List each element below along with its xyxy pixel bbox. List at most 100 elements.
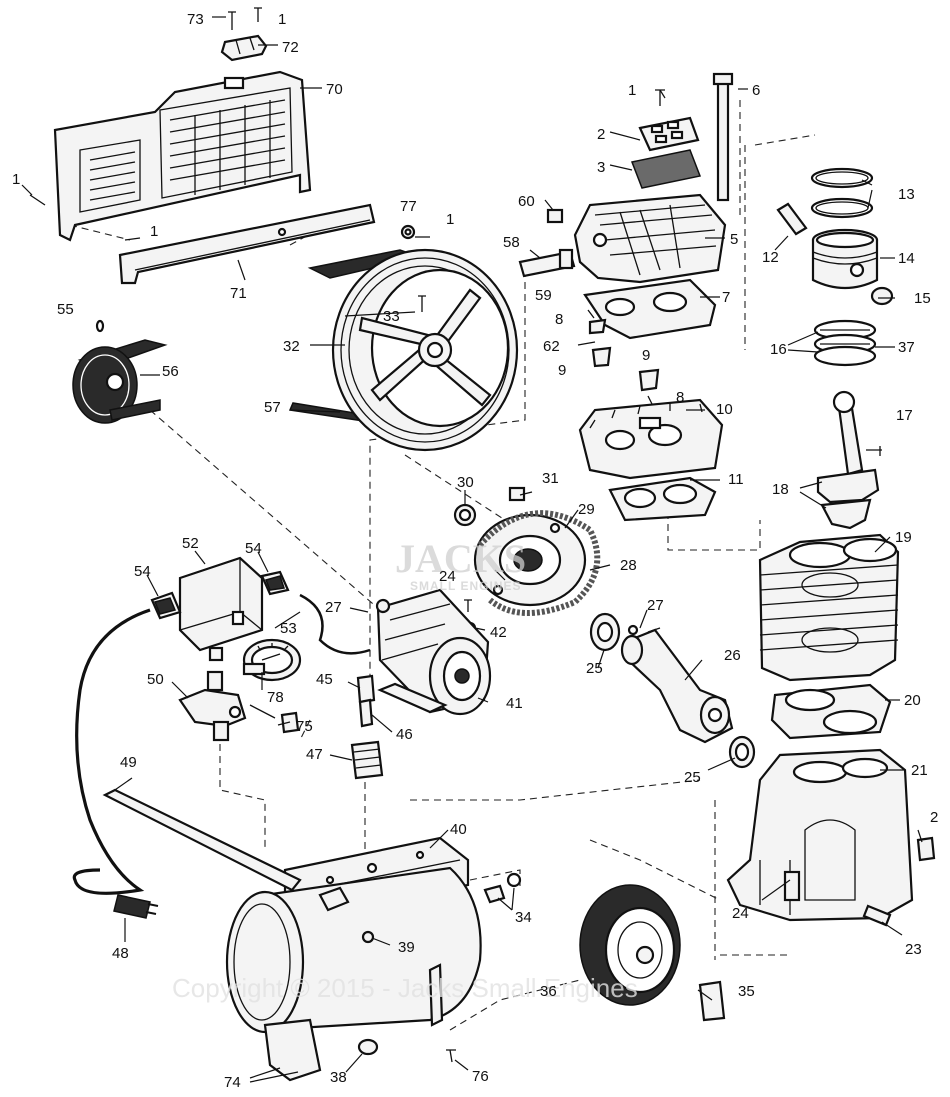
callout-8: 8 <box>676 389 684 406</box>
callout-32: 32 <box>283 338 300 355</box>
callout-50: 50 <box>147 671 164 688</box>
callout-15: 15 <box>914 290 931 307</box>
callout-25: 25 <box>586 660 603 677</box>
callout-12: 12 <box>762 249 779 266</box>
connecting-rod <box>816 390 882 530</box>
callout-30: 30 <box>457 474 474 491</box>
callout-7: 7 <box>722 289 730 306</box>
callout-1: 1 <box>278 11 286 28</box>
callout-46: 46 <box>396 726 413 743</box>
head-plate <box>638 89 700 152</box>
callout-41: 41 <box>506 695 523 712</box>
callout-39: 39 <box>398 939 415 956</box>
callout-26: 26 <box>724 647 741 664</box>
callout-5: 5 <box>730 231 738 248</box>
callout-55: 55 <box>57 301 74 318</box>
head-gasket-3 <box>630 149 702 189</box>
guard-bracket <box>118 203 376 285</box>
motor-cord <box>299 593 371 655</box>
callout-1: 1 <box>12 171 20 188</box>
watermark-subtitle: SMALL ENGINES <box>410 579 521 593</box>
callout-38: 38 <box>330 1069 347 1086</box>
callout-73: 73 <box>187 11 204 28</box>
callout-62: 62 <box>543 338 560 355</box>
piston <box>811 228 879 290</box>
motor-pulley <box>72 319 168 424</box>
callout-14: 14 <box>898 250 915 267</box>
crankshaft <box>620 627 734 744</box>
callout-70: 70 <box>326 81 343 98</box>
callout-31: 31 <box>542 470 559 487</box>
callout-1: 1 <box>150 223 158 240</box>
bearing-plate <box>473 513 587 607</box>
callout-25: 25 <box>684 769 701 786</box>
handle <box>102 788 350 912</box>
piston-ring-set <box>813 319 877 367</box>
bracket-72 <box>220 34 268 62</box>
head-fittings <box>518 208 576 278</box>
leader-lines <box>21 16 923 1083</box>
callout-1: 1 <box>446 211 454 228</box>
callout-52: 52 <box>182 535 199 552</box>
tank-feet <box>263 963 444 1082</box>
callout-76: 76 <box>472 1068 489 1085</box>
callout-24: 24 <box>732 905 749 922</box>
callout-27: 27 <box>647 597 664 614</box>
callout-72: 72 <box>282 39 299 56</box>
callout-54: 54 <box>134 563 151 580</box>
watermark-logo: JACKS <box>395 536 526 581</box>
gauge <box>242 638 302 682</box>
watermark: JACKS SMALL ENGINES Copyright © 2015 - J… <box>172 536 638 1003</box>
callout-27: 27 <box>325 599 342 616</box>
callout-78: 78 <box>267 689 284 706</box>
callout-18: 18 <box>772 481 789 498</box>
callout-53: 53 <box>280 620 297 637</box>
piston-plug <box>870 286 894 306</box>
manifold-fitting <box>178 670 300 742</box>
callout-37: 37 <box>898 339 915 356</box>
electric-motor <box>375 588 492 716</box>
callout-1: 1 <box>628 82 636 99</box>
callout-54: 54 <box>245 540 262 557</box>
callout-6: 6 <box>752 82 760 99</box>
callout-48: 48 <box>112 945 129 962</box>
callout-23: 23 <box>905 941 922 958</box>
callout-8: 8 <box>555 311 563 328</box>
callout-10: 10 <box>716 401 733 418</box>
cylinder-head <box>573 193 727 284</box>
callout-labels: 73 1 72 70 1 77 1 1 71 1 2 3 6 60 5 58 5… <box>12 11 938 1091</box>
motor-fittings <box>350 674 384 780</box>
flywheel <box>331 248 519 452</box>
callout-29: 29 <box>578 501 595 518</box>
callout-28: 28 <box>620 557 637 574</box>
valve-gasket <box>608 476 717 522</box>
cylinder-gasket <box>770 683 892 740</box>
callout-16: 16 <box>770 341 787 358</box>
pressure-switch <box>178 556 264 662</box>
callout-42: 42 <box>490 624 507 641</box>
callout-9: 9 <box>642 347 650 364</box>
power-cord <box>72 608 159 919</box>
tank-small-parts <box>357 872 522 1063</box>
crankcase <box>726 748 936 927</box>
watermark-copyright: Copyright © 2015 - Jacks Small Engines <box>172 973 638 1003</box>
callout-2: 2 <box>597 126 605 143</box>
callout-58: 58 <box>503 234 520 251</box>
callout-47: 47 <box>306 746 323 763</box>
reed-valves <box>587 309 660 405</box>
callout-56: 56 <box>162 363 179 380</box>
callout-71: 71 <box>230 285 247 302</box>
callout-17: 17 <box>896 407 913 424</box>
bearing-gasket <box>477 510 601 616</box>
callout-40: 40 <box>450 821 467 838</box>
bearings <box>589 612 756 769</box>
callout-57: 57 <box>264 399 281 416</box>
strain-reliefs <box>150 570 290 620</box>
callout-74: 74 <box>224 1074 241 1091</box>
cylinder-block <box>758 533 900 682</box>
callout-2: 2 <box>930 809 938 826</box>
callout-13: 13 <box>898 186 915 203</box>
callout-11: 11 <box>728 471 744 488</box>
